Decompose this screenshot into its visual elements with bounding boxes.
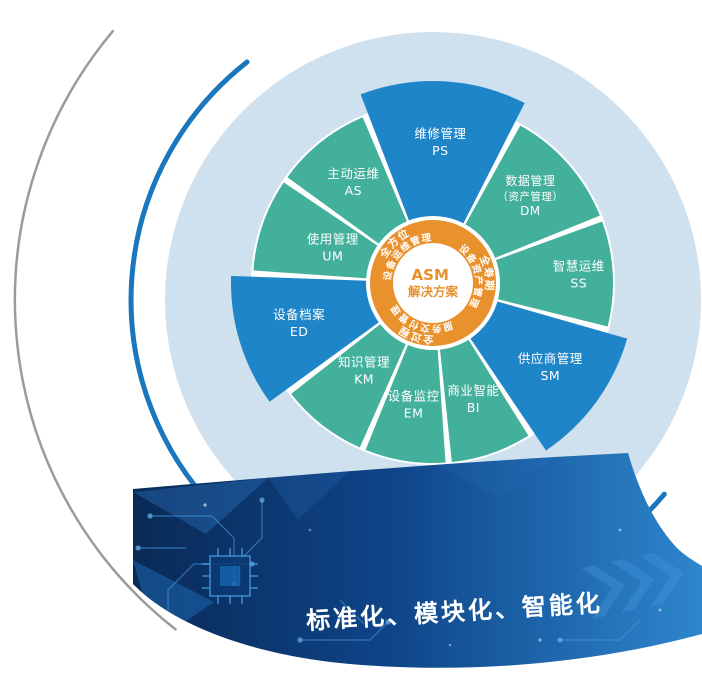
- segment-DM: [465, 125, 600, 259]
- segment-AS: [287, 117, 408, 245]
- segment-label-DM: 数据管理（资产管理）DM: [497, 173, 563, 218]
- center-title-line1: ASM: [412, 266, 449, 284]
- gray-arc: [13, 29, 177, 631]
- sparkle-dots: [203, 503, 662, 647]
- bottom-banner: 标准化、模块化、智能化: [133, 453, 702, 668]
- segment-SS: [495, 221, 613, 327]
- segment-UM: [253, 182, 379, 279]
- chevron-arrows: [581, 552, 684, 619]
- chip-icon: [202, 548, 258, 604]
- segment-EM: [365, 344, 446, 463]
- center-circle: [393, 243, 473, 323]
- segment-KM: [291, 323, 407, 448]
- segment-SM: [469, 301, 628, 451]
- center-title-line2: 解决方案: [408, 284, 459, 299]
- segment-BI: [439, 338, 529, 463]
- segment-PS: [360, 81, 525, 225]
- center-title: ASM 解决方案: [408, 265, 459, 299]
- segment-ED: [230, 275, 380, 402]
